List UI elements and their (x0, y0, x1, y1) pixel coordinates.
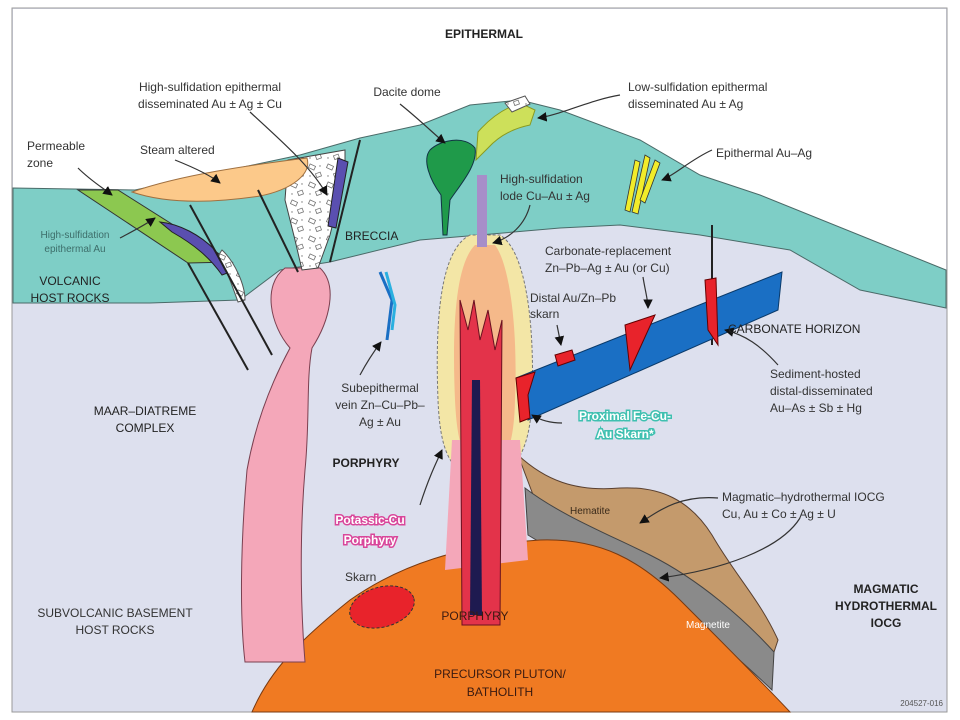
label-carbonate-horizon: CARBONATE HORIZON (728, 322, 860, 336)
label-breccia: BRECCIA (345, 229, 398, 243)
label-proximal-skarn: Proximal Fe-Cu-Au Skarn* (579, 409, 671, 441)
precursor-pluton (251, 539, 792, 713)
label-dacite-dome: Dacite dome (373, 85, 441, 99)
skarn-replacement-patches (515, 277, 719, 423)
hs-epithermal-vein (158, 221, 231, 276)
breccia (284, 149, 346, 271)
label-epithermal-au-ag: Epithermal Au–Ag (716, 146, 812, 160)
low-sulfidation-zone (475, 102, 536, 162)
label-steam-altered: Steam altered (140, 143, 215, 157)
label-magnetite: Magnetite (686, 620, 730, 631)
label-epithermal: EPITHERMAL (445, 27, 523, 41)
label-skarn: Skarn (345, 570, 376, 584)
label-hematite: Hematite (570, 506, 610, 517)
epithermal-au-ag-veins (624, 154, 661, 215)
breccia-vein (327, 157, 349, 229)
sky-region (13, 9, 946, 270)
skarn-body (349, 585, 415, 629)
label-precursor-pluton: PRECURSOR PLUTON/BATHOLITH (434, 667, 566, 699)
subepithermal-veins (378, 271, 397, 341)
porphyry-dike (459, 299, 503, 626)
porphyry-dike-core (470, 380, 482, 615)
hs-lode-vein (477, 175, 487, 247)
dacite-dome (426, 139, 476, 236)
label-porphyry: PORPHYRY (333, 456, 400, 470)
maar-diatreme-pipe (240, 267, 331, 663)
label-porphyry-lower: PORPHYRY (441, 609, 508, 623)
figure-id: 204527-016 (900, 699, 943, 708)
dome-cap (504, 95, 531, 113)
label-arrows (77, 94, 801, 582)
